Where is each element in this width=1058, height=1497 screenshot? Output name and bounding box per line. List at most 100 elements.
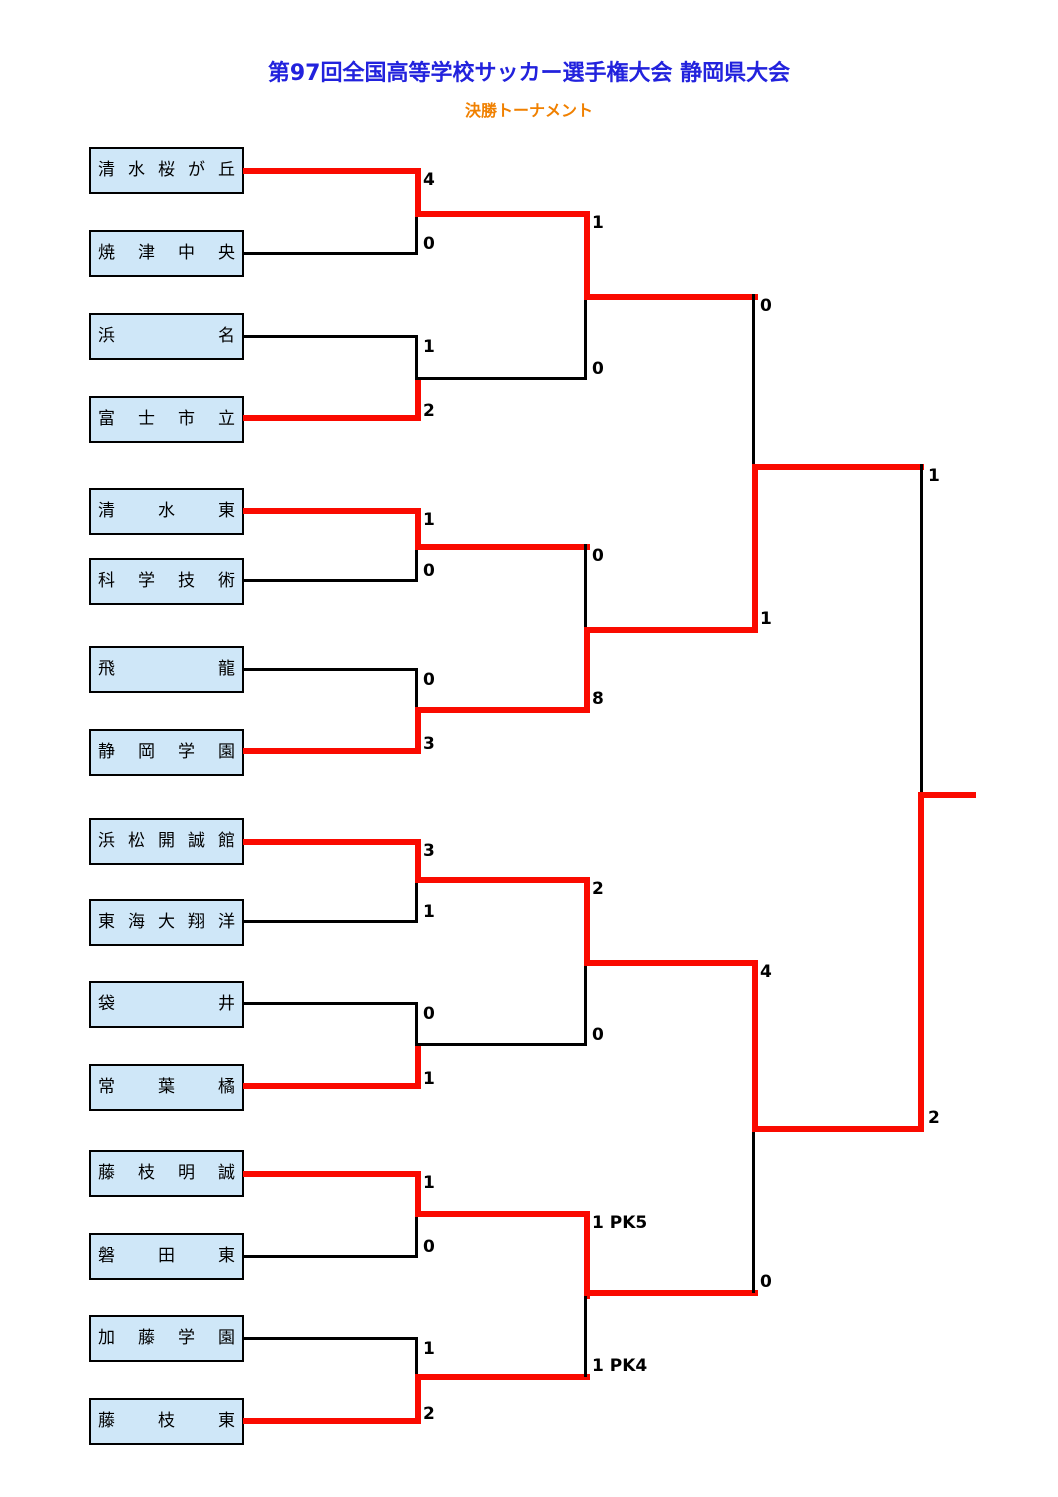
qf-line-loser: [415, 377, 587, 380]
sf-connector-loser: [752, 294, 755, 467]
r1-connector-winner: [415, 168, 421, 214]
team-box[interactable]: 焼津中央: [89, 230, 244, 277]
r1-line-winner: [243, 1171, 421, 1177]
r1-line-loser: [243, 1002, 418, 1005]
r1-connector-loser: [415, 1002, 418, 1046]
team-name: 常葉橘: [98, 1077, 235, 1097]
r1-connector-loser: [415, 1337, 418, 1381]
r1-line-winner: [243, 748, 421, 754]
qf-line-winner: [415, 707, 590, 713]
qf-line-winner: [415, 877, 590, 883]
qf-score-bottom: 0: [592, 1025, 604, 1045]
r1-line-loser: [243, 1337, 418, 1340]
r1-line-winner: [243, 1083, 421, 1089]
r1-score-bottom: 0: [423, 234, 435, 254]
r1-score-top: 3: [423, 841, 435, 861]
r1-score-top: 1: [423, 337, 435, 357]
final-line-bottom: [752, 1126, 924, 1132]
qf-score-bottom: 8: [592, 689, 604, 709]
team-box[interactable]: 袋井: [89, 981, 244, 1028]
team-name: 科学技術: [98, 571, 235, 591]
team-box[interactable]: 藤枝東: [89, 1398, 244, 1445]
r1-line-winner: [243, 508, 421, 514]
r1-connector-loser: [415, 211, 418, 254]
qf-connector-loser: [584, 960, 587, 1046]
page-title: 第97回全国高等学校サッカー選手権大会 静岡県大会: [267, 61, 791, 86]
r1-connector-winner: [415, 377, 421, 421]
team-name: 浜名: [98, 326, 235, 346]
sf-line-winner: [584, 627, 758, 633]
r1-line-loser: [243, 920, 418, 923]
team-name: 静岡学園: [98, 742, 235, 762]
final-connector-loser: [920, 464, 923, 795]
r1-connector-winner: [415, 839, 421, 883]
r1-line-loser: [243, 579, 418, 582]
page-subtitle: 決勝トーナメント: [464, 101, 593, 120]
champion-stub: [918, 792, 976, 798]
team-box[interactable]: 藤枝明誠: [89, 1150, 244, 1197]
final-score-bottom: 2: [928, 1108, 940, 1128]
qf-line-winner: [415, 211, 590, 217]
sf-connector-winner: [752, 464, 758, 633]
r1-connector-loser: [415, 1211, 418, 1257]
team-box[interactable]: 静岡学園: [89, 729, 244, 776]
qf-connector-winner: [584, 877, 590, 965]
team-name: 富士市立: [98, 409, 235, 429]
r1-connector-loser: [415, 877, 418, 922]
r1-connector-winner: [415, 508, 421, 550]
sf-line-winner: [584, 960, 758, 966]
qf-line-winner: [415, 1211, 590, 1217]
team-name: 磐田東: [98, 1246, 235, 1266]
team-box[interactable]: 磐田東: [89, 1233, 244, 1280]
r1-score-top: 0: [423, 670, 435, 690]
team-name: 加藤学園: [98, 1328, 235, 1348]
r1-connector-winner: [415, 1043, 421, 1089]
final-line-top: [752, 464, 924, 470]
final-score-top: 1: [928, 466, 940, 486]
sf-score-bottom: 1: [760, 609, 772, 629]
team-name: 藤枝東: [98, 1411, 235, 1431]
team-box[interactable]: 清水東: [89, 488, 244, 535]
qf-connector-loser: [584, 294, 587, 380]
team-name: 東海大翔洋: [98, 912, 235, 932]
qf-connector-loser: [584, 544, 587, 630]
sf-score-top: 0: [760, 296, 772, 316]
team-name: 焼津中央: [98, 243, 235, 263]
qf-score-top: 2: [592, 879, 604, 899]
qf-score-top: 1: [592, 213, 604, 233]
qf-score-bottom: 0: [592, 359, 604, 379]
r1-line-loser: [243, 668, 418, 671]
team-name: 袋井: [98, 994, 235, 1014]
team-box[interactable]: 清水桜が丘: [89, 147, 244, 194]
r1-line-winner: [243, 1418, 421, 1424]
team-name: 飛龍: [98, 659, 235, 679]
qf-connector-loser: [584, 1293, 587, 1377]
team-box[interactable]: 加藤学園: [89, 1315, 244, 1362]
team-box[interactable]: 飛龍: [89, 646, 244, 693]
team-box[interactable]: 東海大翔洋: [89, 899, 244, 946]
qf-score-bottom: 1 PK4: [592, 1356, 648, 1376]
r1-score-bottom: 1: [423, 902, 435, 922]
r1-line-loser: [243, 252, 418, 255]
qf-connector-winner: [584, 627, 590, 713]
r1-score-bottom: 0: [423, 1237, 435, 1257]
team-name: 浜松開誠館: [98, 831, 235, 851]
qf-score-top: 0: [592, 546, 604, 566]
team-box[interactable]: 浜名: [89, 313, 244, 360]
r1-connector-winner: [415, 1377, 421, 1424]
team-box[interactable]: 富士市立: [89, 396, 244, 443]
qf-line-winner-feed: [415, 544, 590, 550]
team-name: 清水桜が丘: [98, 160, 235, 180]
team-box[interactable]: 常葉橘: [89, 1064, 244, 1111]
qf-line-loser: [415, 1043, 587, 1046]
r1-score-bottom: 3: [423, 734, 435, 754]
final-connector-winner: [918, 792, 924, 1129]
team-name: 藤枝明誠: [98, 1163, 235, 1183]
r1-connector-winner: [415, 710, 421, 754]
team-box[interactable]: 科学技術: [89, 558, 244, 605]
qf-score-top: 1 PK5: [592, 1213, 648, 1233]
team-box[interactable]: 浜松開誠館: [89, 818, 244, 865]
qf-connector-winner: [584, 211, 590, 299]
sf-line-feed-top: [584, 294, 758, 300]
r1-score-top: 1: [423, 1339, 435, 1359]
